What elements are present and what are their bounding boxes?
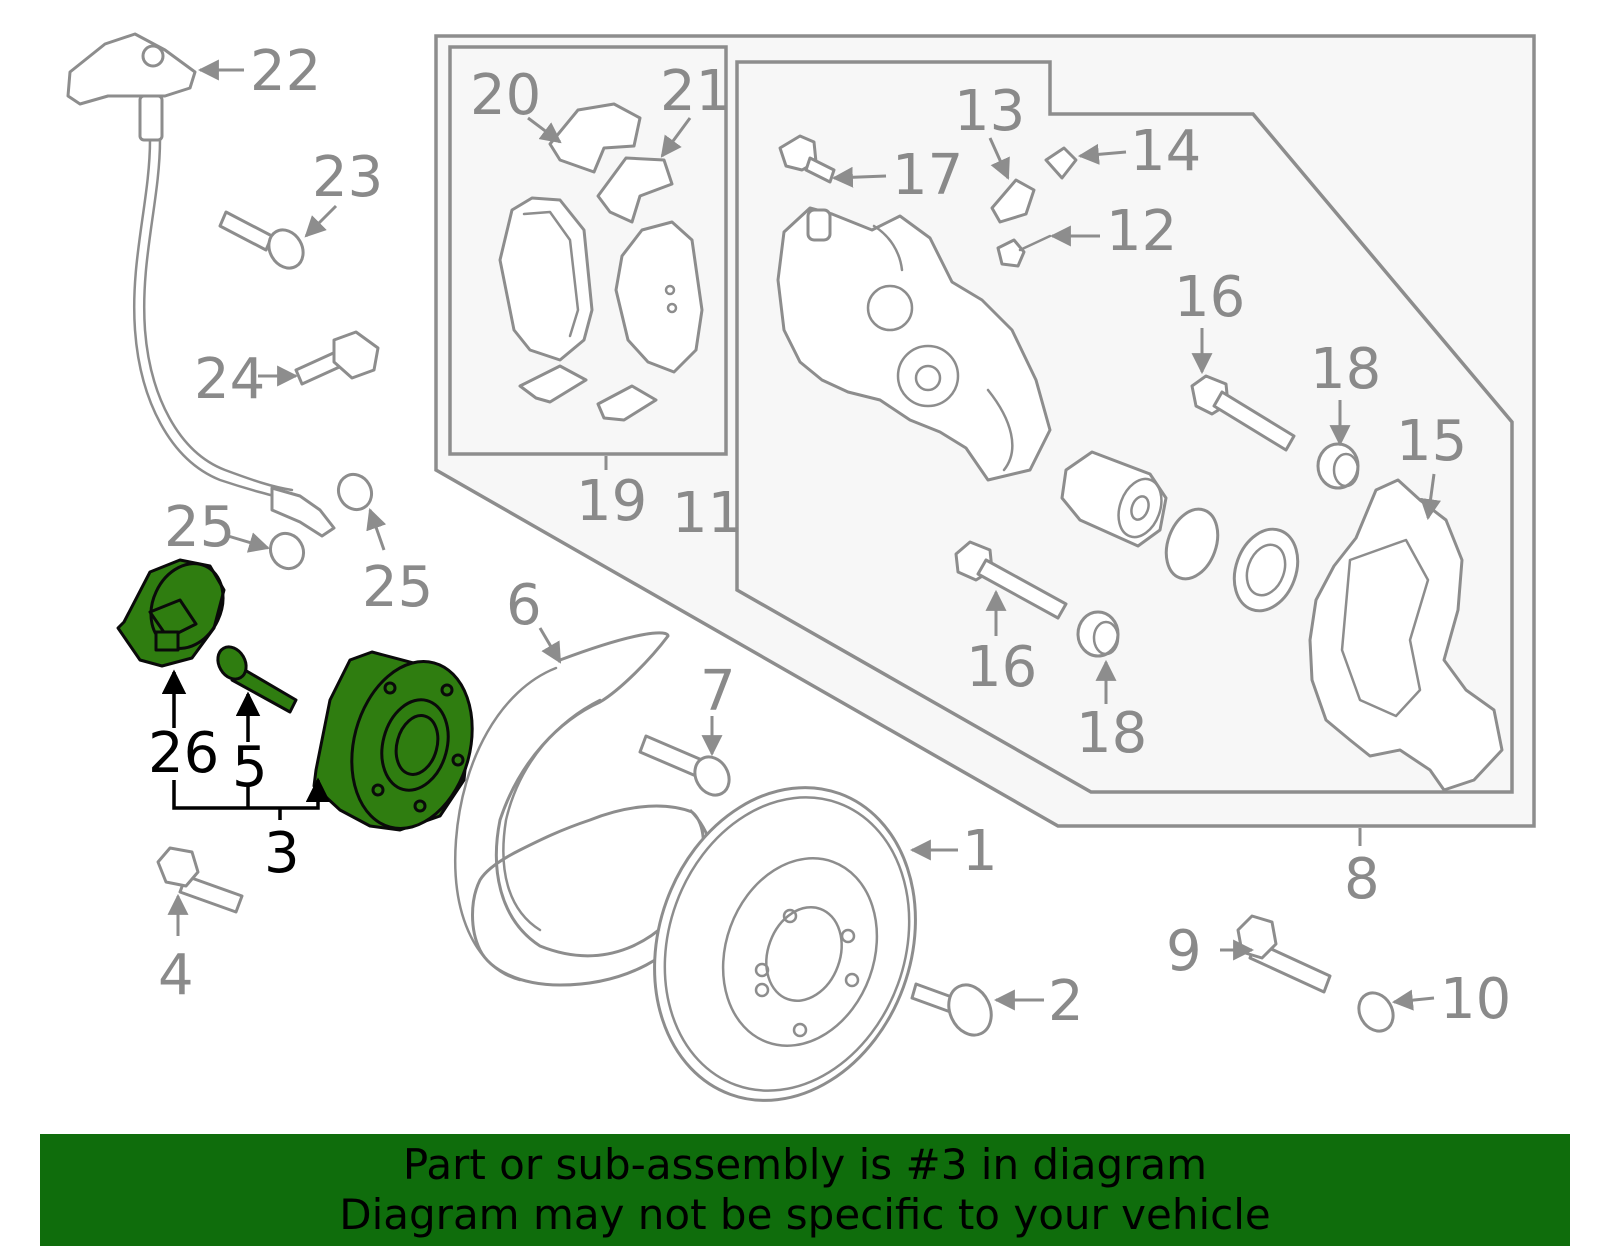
- callout-13: 13: [954, 79, 1025, 144]
- hub-bearing-assembly-3: [312, 650, 474, 832]
- dust-shield-6: [454, 631, 716, 987]
- callout-10: 10: [1440, 967, 1511, 1032]
- guide-boot-18a: [1316, 442, 1360, 490]
- info-banner: Part or sub-assembly is #3 in diagram Di…: [40, 1134, 1570, 1246]
- bleeder-bolt-17: [778, 134, 836, 184]
- callout-16a: 16: [1174, 265, 1245, 330]
- brake-hose: [66, 32, 336, 538]
- callout-11: 11: [672, 481, 743, 546]
- part-13: [990, 178, 1036, 224]
- pad-clip-21: [596, 156, 674, 224]
- callout-25b: 25: [362, 555, 433, 620]
- pad-clip-20: [548, 102, 642, 174]
- callout-3: 3: [264, 821, 300, 886]
- brake-rotor-1: [653, 786, 917, 1102]
- callout-18b: 18: [1076, 701, 1147, 766]
- part-12: [996, 234, 1052, 268]
- callout-20: 20: [470, 63, 541, 128]
- callout-21: 21: [660, 59, 731, 124]
- callout-18a: 18: [1310, 337, 1381, 402]
- piston: [1060, 450, 1168, 548]
- caliper-housing: [776, 206, 1052, 482]
- bolt-7: [638, 734, 731, 797]
- callout-8: 8: [1344, 847, 1380, 912]
- brake-pad-right: [614, 220, 704, 374]
- screw-2: [910, 982, 993, 1037]
- brake-pad-left: [498, 196, 594, 362]
- banner-line-1: Part or sub-assembly is #3 in diagram: [402, 1140, 1208, 1189]
- washer-25a: [268, 531, 306, 571]
- callout-23: 23: [312, 145, 383, 210]
- banner-line-2: Diagram may not be specific to your vehi…: [339, 1190, 1271, 1239]
- callout-19: 19: [576, 469, 647, 534]
- bolt-23: [218, 210, 305, 270]
- callout-7: 7: [700, 659, 736, 724]
- callout-15: 15: [1396, 409, 1467, 474]
- callout-14: 14: [1130, 119, 1201, 184]
- caliper-bracket-15: [1308, 478, 1504, 792]
- bolt-24: [294, 330, 380, 386]
- washer-10: [1357, 991, 1395, 1033]
- callout-1: 1: [962, 819, 998, 884]
- callout-2: 2: [1048, 969, 1084, 1034]
- piston-seal: [1164, 507, 1220, 581]
- bolt-4: [156, 846, 244, 914]
- guide-boot-18b: [1076, 610, 1120, 658]
- guide-pin-16b: [954, 540, 1068, 620]
- callout-16b: 16: [966, 635, 1037, 700]
- guide-pin-16a: [1190, 374, 1296, 452]
- bolt-9: [1236, 914, 1332, 994]
- callout-5: 5: [232, 735, 268, 800]
- pad-shims: [518, 364, 658, 422]
- callout-9: 9: [1166, 919, 1202, 984]
- callout-24: 24: [194, 347, 265, 412]
- hub-bolt-5: [216, 645, 298, 714]
- callout-17: 17: [892, 143, 963, 208]
- piston-boot-inner: [1245, 543, 1287, 597]
- part-14: [1044, 146, 1078, 180]
- callout-25a: 25: [164, 495, 235, 560]
- callout-26: 26: [148, 721, 219, 786]
- callout-22: 22: [250, 39, 321, 104]
- wheel-speed-sensor-26: [116, 558, 226, 668]
- washer-25b: [336, 472, 374, 512]
- callout-6: 6: [506, 573, 542, 638]
- callout-12: 12: [1106, 199, 1177, 264]
- callout-4: 4: [158, 943, 194, 1008]
